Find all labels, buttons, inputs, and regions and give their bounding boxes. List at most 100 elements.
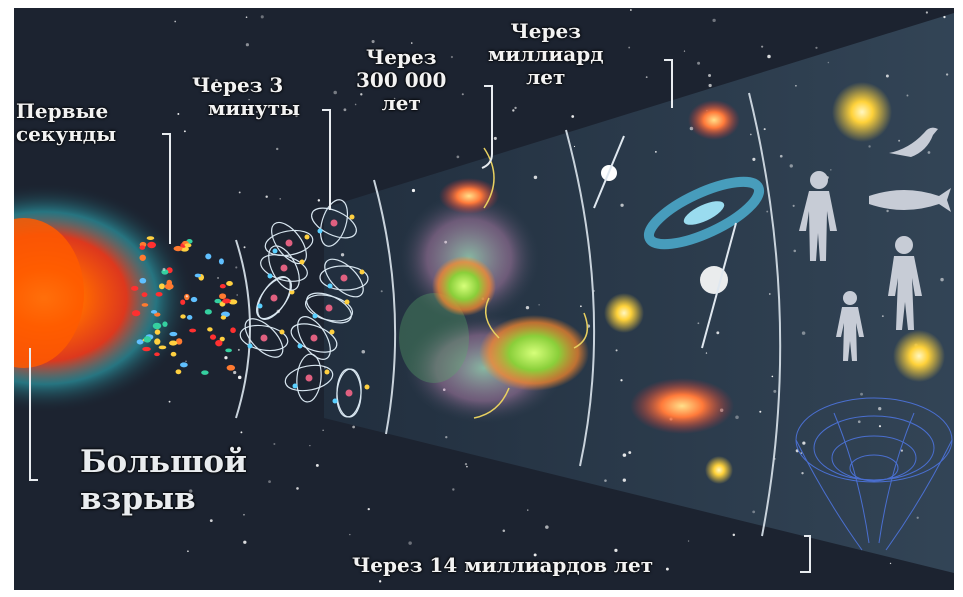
star — [571, 115, 575, 118]
star — [573, 145, 576, 148]
atom — [239, 318, 289, 358]
spacetime-funnel — [795, 397, 953, 551]
atom — [290, 316, 338, 360]
star — [815, 46, 818, 49]
particle — [201, 370, 209, 375]
star — [352, 425, 355, 429]
particle — [162, 321, 168, 327]
star — [466, 465, 468, 468]
star — [240, 431, 243, 434]
star — [410, 42, 413, 44]
star — [538, 304, 540, 306]
star — [800, 452, 803, 455]
star — [614, 548, 618, 552]
star — [445, 436, 448, 439]
particle — [180, 314, 186, 319]
star — [716, 331, 720, 335]
particle — [205, 253, 212, 260]
star — [349, 533, 351, 536]
star — [177, 112, 180, 115]
label-after-billion-years: Через миллиард лет — [488, 20, 604, 89]
particle — [230, 327, 236, 334]
star — [378, 580, 382, 583]
particle — [222, 298, 231, 304]
star — [622, 453, 627, 457]
label-line: Через 3 — [192, 73, 284, 97]
star — [795, 85, 797, 87]
particle — [219, 293, 227, 300]
star — [217, 277, 219, 279]
label-line: миллиард — [488, 42, 604, 66]
star — [322, 429, 324, 432]
particle — [142, 346, 151, 352]
particle — [158, 283, 165, 290]
star — [411, 188, 416, 193]
label-line: лет — [526, 65, 566, 89]
star — [620, 379, 623, 382]
star — [708, 83, 712, 88]
star — [802, 441, 806, 445]
star — [408, 541, 412, 545]
star — [732, 533, 736, 537]
particle — [146, 236, 155, 241]
connector-3-minutes — [322, 109, 331, 210]
star — [712, 18, 716, 23]
star — [174, 20, 177, 23]
star — [620, 203, 624, 207]
particle — [161, 269, 169, 275]
star — [889, 562, 892, 565]
atom — [304, 292, 354, 324]
connector-big-bang — [29, 348, 38, 481]
star — [779, 154, 783, 158]
star — [237, 348, 240, 351]
particle — [141, 292, 148, 298]
star — [276, 147, 279, 151]
star — [177, 502, 182, 506]
star — [238, 191, 241, 194]
particle-cloud — [131, 236, 238, 375]
star — [512, 109, 515, 112]
star — [255, 110, 258, 114]
star — [284, 303, 286, 305]
star — [235, 266, 238, 269]
star — [527, 509, 529, 511]
connector-14-billion-years — [800, 535, 811, 573]
star — [324, 366, 326, 369]
star — [545, 525, 549, 529]
star — [456, 155, 460, 159]
star — [665, 567, 669, 571]
particle — [180, 362, 188, 368]
atom — [260, 245, 308, 291]
particle — [164, 283, 174, 290]
particle — [154, 329, 161, 335]
star — [801, 471, 804, 475]
star — [615, 349, 618, 352]
star — [763, 128, 766, 131]
star — [361, 349, 366, 354]
star — [525, 305, 530, 310]
star — [343, 108, 347, 112]
atom — [284, 353, 334, 403]
particle — [169, 340, 178, 346]
life-silhouettes — [799, 127, 951, 361]
particle — [158, 345, 167, 350]
particle — [215, 339, 223, 347]
particle — [219, 284, 226, 289]
divider-3 — [565, 129, 596, 467]
star — [185, 360, 187, 363]
star — [464, 463, 468, 466]
star — [243, 513, 245, 516]
label-after-3-minutes: Через 3 минуты — [192, 74, 300, 120]
divider-1 — [235, 239, 251, 419]
particle — [154, 338, 161, 345]
particle — [131, 310, 141, 317]
star — [279, 198, 281, 200]
particle — [136, 339, 144, 345]
star — [461, 93, 464, 96]
star — [774, 458, 776, 460]
star — [766, 210, 769, 213]
atom — [264, 221, 314, 265]
star — [333, 90, 337, 95]
star — [752, 157, 756, 161]
label-line: минуты — [208, 96, 301, 120]
